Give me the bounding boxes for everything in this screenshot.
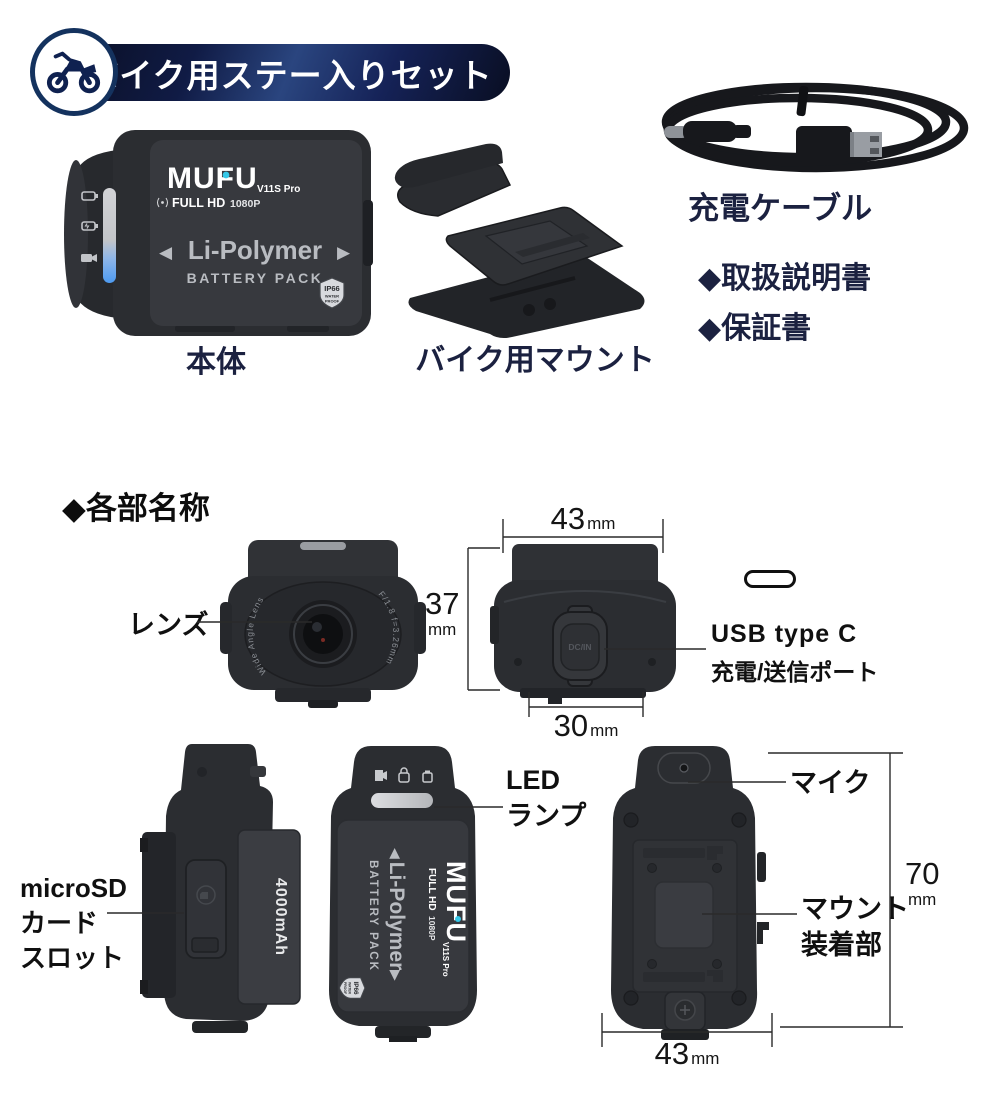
battery-pack-text: BATTERY PACK (187, 270, 324, 286)
top-status-icons (375, 767, 433, 783)
led-strip (103, 188, 116, 283)
usb-c-icon (744, 570, 796, 588)
dc-in-flap: DC/IN (552, 605, 608, 687)
camera-front-view: Wide Angle Lens F/1.8 f=3.26mm (220, 540, 426, 708)
dimension-top-width: 43 mm (550, 501, 616, 536)
led-label: LED ランプ (506, 765, 587, 832)
usb-label-line1: USB type C (711, 620, 858, 648)
battery-icon (81, 191, 96, 201)
arrow-right-glyph: ▶ (337, 243, 351, 262)
svg-text:WATER: WATER (347, 982, 351, 995)
battery-panel-front (336, 819, 470, 1013)
mount-foot (661, 991, 709, 1040)
microsd-label: microSD カード スロット (20, 873, 127, 973)
lock-icon (398, 767, 410, 783)
ip66-badge-small: IP66 WATER PROOF (338, 977, 366, 999)
battery-icon (422, 770, 433, 783)
warranty-label: ◆保証書 (698, 312, 812, 345)
header-title: バイク用ステー入りセット (85, 56, 493, 94)
cable-tie (796, 85, 809, 117)
cable-product-label: 充電ケーブル (688, 191, 873, 226)
mount-product-label: バイク用マウント (415, 344, 655, 377)
parts-section-heading: ◆各部名称 (62, 491, 210, 526)
camera-body-image: MUFU V11S Pro FULL HD 1080P ◀ ▶ Li-Polym… (64, 130, 373, 336)
svg-text:FULL HD: FULL HD (426, 868, 437, 911)
camera-top-view: DC/IN (490, 544, 676, 704)
bike-mount-image (394, 143, 645, 338)
camera-vertical-view: MUFU V11S Pro FULL HD 1080P ◀ ▶ Li-Polym… (329, 746, 477, 1042)
led-lamp (371, 793, 433, 808)
charging-cable-image (661, 82, 969, 173)
svg-text:◀: ◀ (388, 848, 404, 859)
svg-text:MUFU: MUFU (441, 861, 471, 943)
status-icons (81, 191, 98, 262)
logo-dot (222, 171, 230, 179)
dc-in-text: DC/IN (568, 642, 591, 652)
res-1080p-text: 1080P (230, 198, 260, 210)
fullhd-text: FULL HD (172, 196, 225, 210)
sd-card-door (185, 859, 227, 959)
svg-text:IP66: IP66 (324, 284, 339, 293)
svg-text:▶: ▶ (388, 970, 404, 981)
battery-pack-side: 4000mAh (237, 829, 301, 1005)
lens-label: レンズ (128, 610, 209, 640)
lens-glass (303, 614, 343, 654)
svg-text:WATER: WATER (325, 294, 339, 299)
mount-part-label: マウント 装着部 (801, 894, 909, 961)
mount-attachment-area (632, 839, 738, 993)
svg-text:BATTERY PACK: BATTERY PACK (367, 860, 379, 972)
mic-label: マイク (790, 768, 871, 798)
rotated-branding: MUFU V11S Pro FULL HD 1080P ◀ ▶ Li-Polym… (338, 848, 471, 999)
transmitter-icon (157, 197, 168, 208)
dimension-back-height: 70 mm (905, 856, 940, 909)
svg-text:V11S Pro: V11S Pro (441, 942, 450, 977)
microphone-hole (657, 752, 711, 784)
model-text: V11S Pro (257, 184, 300, 195)
mufu-logo: MUFU (167, 162, 258, 195)
motorcycle-badge (30, 28, 118, 116)
body-product-label: 本体 (186, 346, 246, 379)
record-icon (375, 770, 387, 781)
dimension-base-width: 30 mm (553, 708, 619, 743)
charge-icon (81, 221, 96, 231)
header-banner: バイク用ステー入りセット (68, 44, 510, 101)
motorcycle-icon (46, 51, 101, 94)
usb-c-connector (664, 121, 751, 142)
usb-label-line2: 充電/送信ポート (711, 659, 879, 685)
battery-type-text: Li-Polymer (188, 235, 322, 265)
dimension-side-height: 37 mm (425, 586, 460, 639)
record-icon (81, 254, 97, 262)
camera-back-view (611, 746, 769, 1040)
battery-panel (150, 140, 362, 326)
capacity-text: 4000mAh (272, 878, 289, 956)
svg-text:PROOF: PROOF (325, 299, 340, 304)
usb-a-connector (796, 126, 882, 162)
manual-label: ◆取扱説明書 (698, 262, 872, 295)
svg-text:1080P: 1080P (427, 916, 437, 941)
camera-side-view: 4000mAh (140, 744, 301, 1033)
svg-text:IP66: IP66 (352, 981, 359, 995)
arrow-left-glyph: ◀ (159, 243, 173, 262)
usb-label: USB type C 充電/送信ポート (711, 620, 878, 687)
dimension-back-width: 43 mm (654, 1036, 720, 1071)
ip66-badge: IP66 WATER PROOF (319, 277, 345, 309)
svg-text:Li-Polymer: Li-Polymer (385, 862, 408, 971)
svg-text:PROOF: PROOF (343, 982, 347, 994)
